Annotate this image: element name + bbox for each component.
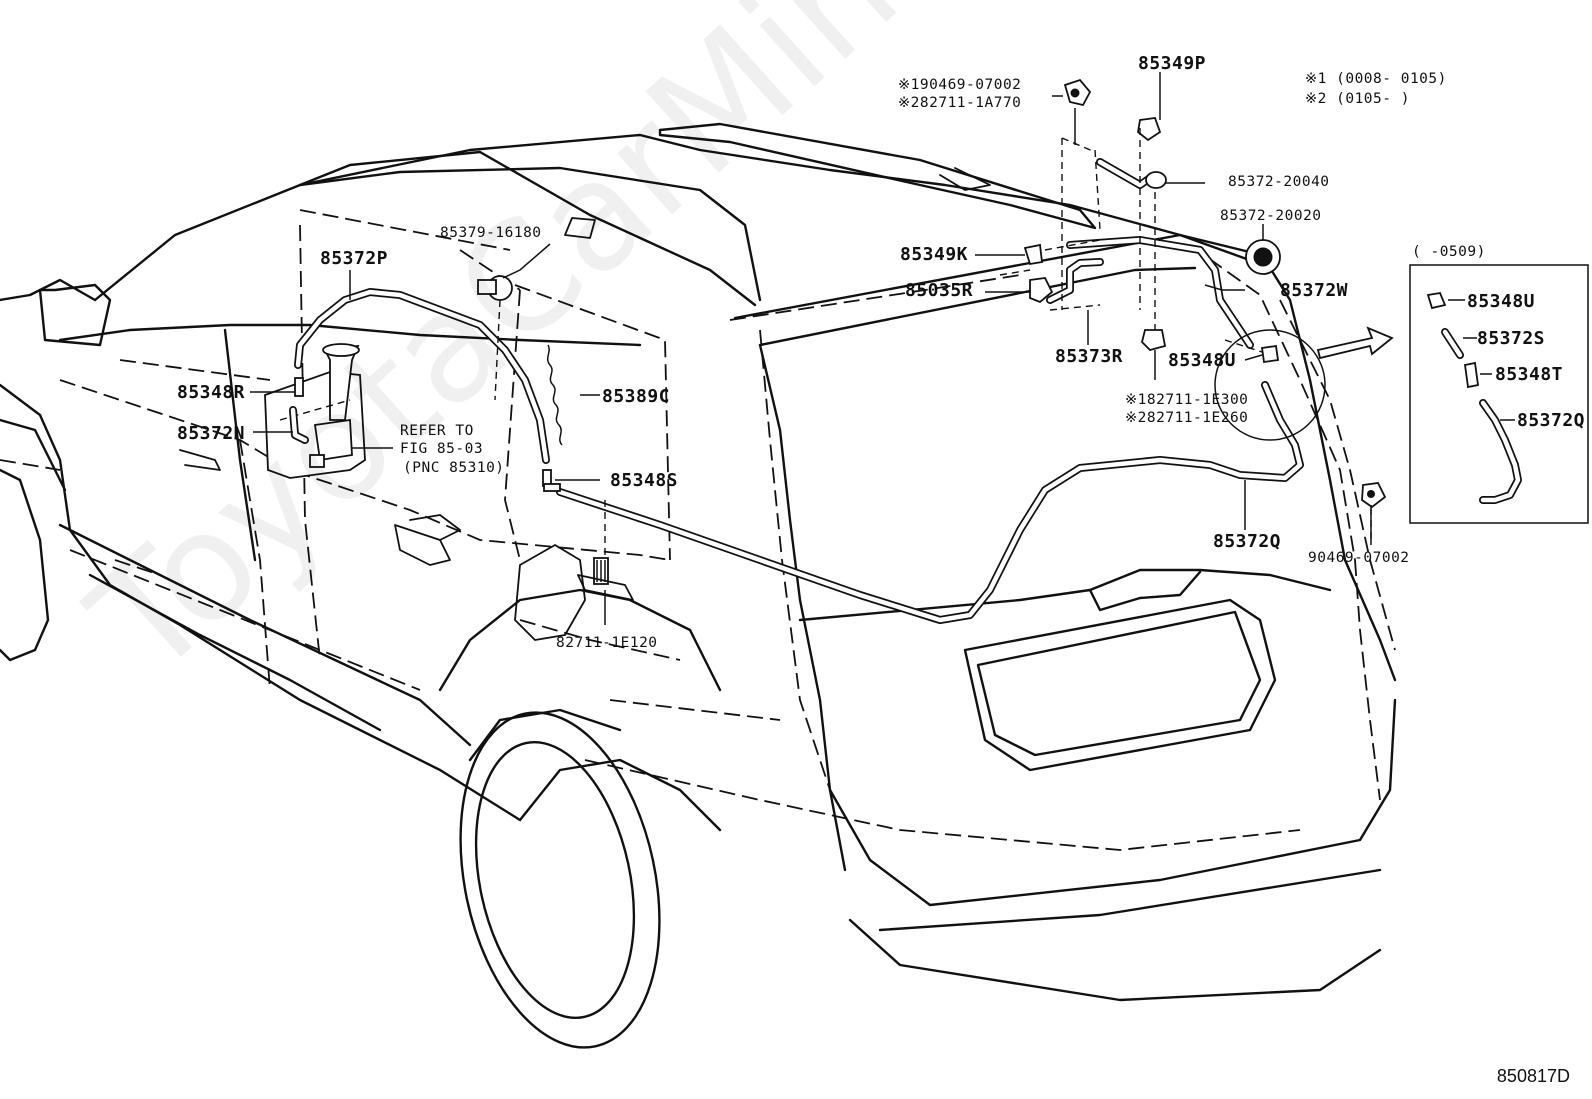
label-85349P: 85349P — [1138, 53, 1207, 74]
label-nozzle-variant-1: ※190469-07002 — [898, 77, 1022, 93]
label-85373R: 85373R — [1055, 346, 1124, 367]
label-85372W: 85372W — [1280, 280, 1349, 301]
label-85372N: 85372N — [177, 423, 246, 444]
inset-label-85372Q: 85372Q — [1517, 410, 1586, 431]
label-85389C: 85389C — [602, 386, 671, 407]
label-90469-07002: 90469-07002 — [1308, 550, 1410, 566]
inset-label-85372S: 85372S — [1477, 328, 1546, 349]
leader-lines — [250, 72, 1372, 625]
inset-box — [1409, 264, 1589, 524]
washer-tank — [264, 343, 366, 479]
label-clip-variant-2: ※282711-1E260 — [1125, 410, 1249, 426]
refer-line-1: REFER TO — [400, 423, 474, 439]
refer-line-3: (PNC 85310) — [403, 460, 505, 476]
small-parts — [294, 78, 1387, 601]
label-82711-1E120: 82711-1E120 — [556, 635, 658, 651]
legend-line-1: ※1 (0008- 0105) — [1305, 71, 1447, 87]
label-nozzle-variant-2: ※282711-1A770 — [898, 95, 1022, 111]
label-85372P: 85372P — [320, 248, 389, 269]
label-85372-20040: 85372-20040 — [1228, 174, 1330, 190]
label-85348S: 85348S — [610, 470, 679, 491]
detail-callout — [1214, 326, 1394, 441]
label-85349K: 85349K — [900, 244, 969, 265]
figure-number: 850817D — [1496, 1066, 1570, 1086]
connection-lines — [494, 128, 1372, 560]
car-body — [0, 122, 1397, 1049]
label-85372-20020: 85372-20020 — [1220, 208, 1322, 224]
refer-line-2: FIG 85-03 — [400, 441, 484, 457]
label-clip-variant-1: ※182711-1E300 — [1125, 392, 1249, 408]
label-85348U: 85348U — [1168, 350, 1237, 371]
label-85348R: 85348R — [177, 382, 246, 403]
label-85372Q: 85372Q — [1213, 531, 1282, 552]
inset-label-85348T: 85348T — [1495, 364, 1564, 385]
inset-label-85348U: 85348U — [1467, 291, 1536, 312]
label-85035R: 85035R — [905, 280, 974, 301]
legend-line-2: ※2 (0105- ) — [1305, 91, 1410, 107]
inset-header: ( -0509) — [1412, 244, 1486, 260]
washer-hoses — [289, 158, 1304, 624]
label-85379-16180: 85379-16180 — [440, 225, 542, 241]
